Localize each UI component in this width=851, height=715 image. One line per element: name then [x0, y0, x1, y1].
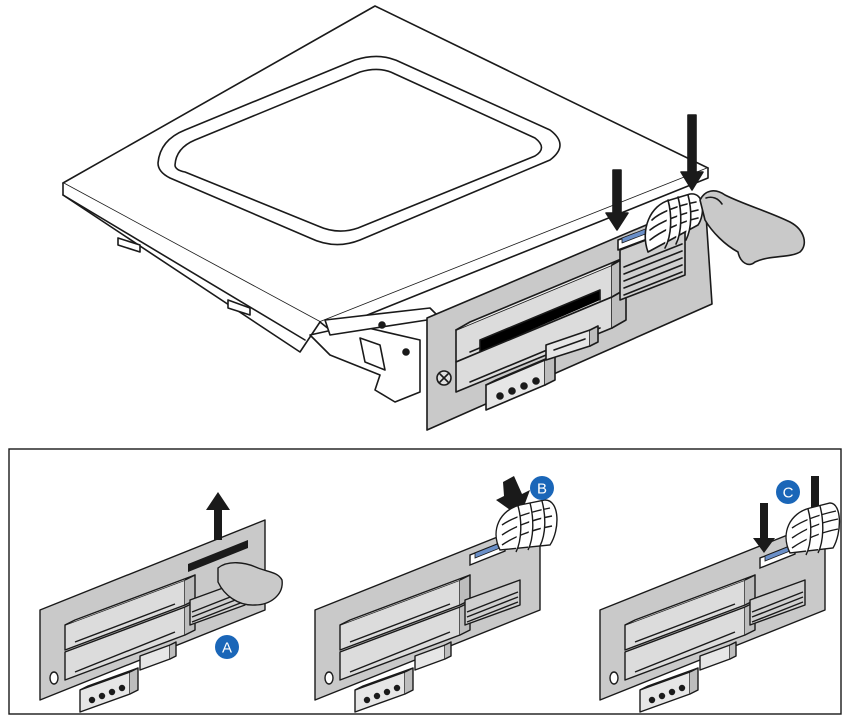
up-arrow-icon [206, 492, 230, 540]
callout-b-label: B [537, 481, 547, 498]
callout-b: B [530, 476, 554, 500]
callout-a-label: A [222, 640, 232, 657]
callout-a: A [215, 635, 239, 659]
down-arrow-left [605, 169, 629, 231]
down-arrow-right [680, 114, 704, 191]
step-b [314, 476, 558, 713]
ribbon-cable [644, 193, 704, 253]
callout-c: C [776, 480, 800, 504]
step-a [39, 492, 283, 713]
hand-icon [217, 562, 283, 606]
hand [699, 190, 806, 266]
drive-assembly [62, 5, 806, 431]
step-c [599, 476, 841, 713]
down-arrow-c-left [753, 503, 775, 553]
callout-c-label: C [783, 485, 794, 502]
mounting-bracket [309, 324, 421, 403]
